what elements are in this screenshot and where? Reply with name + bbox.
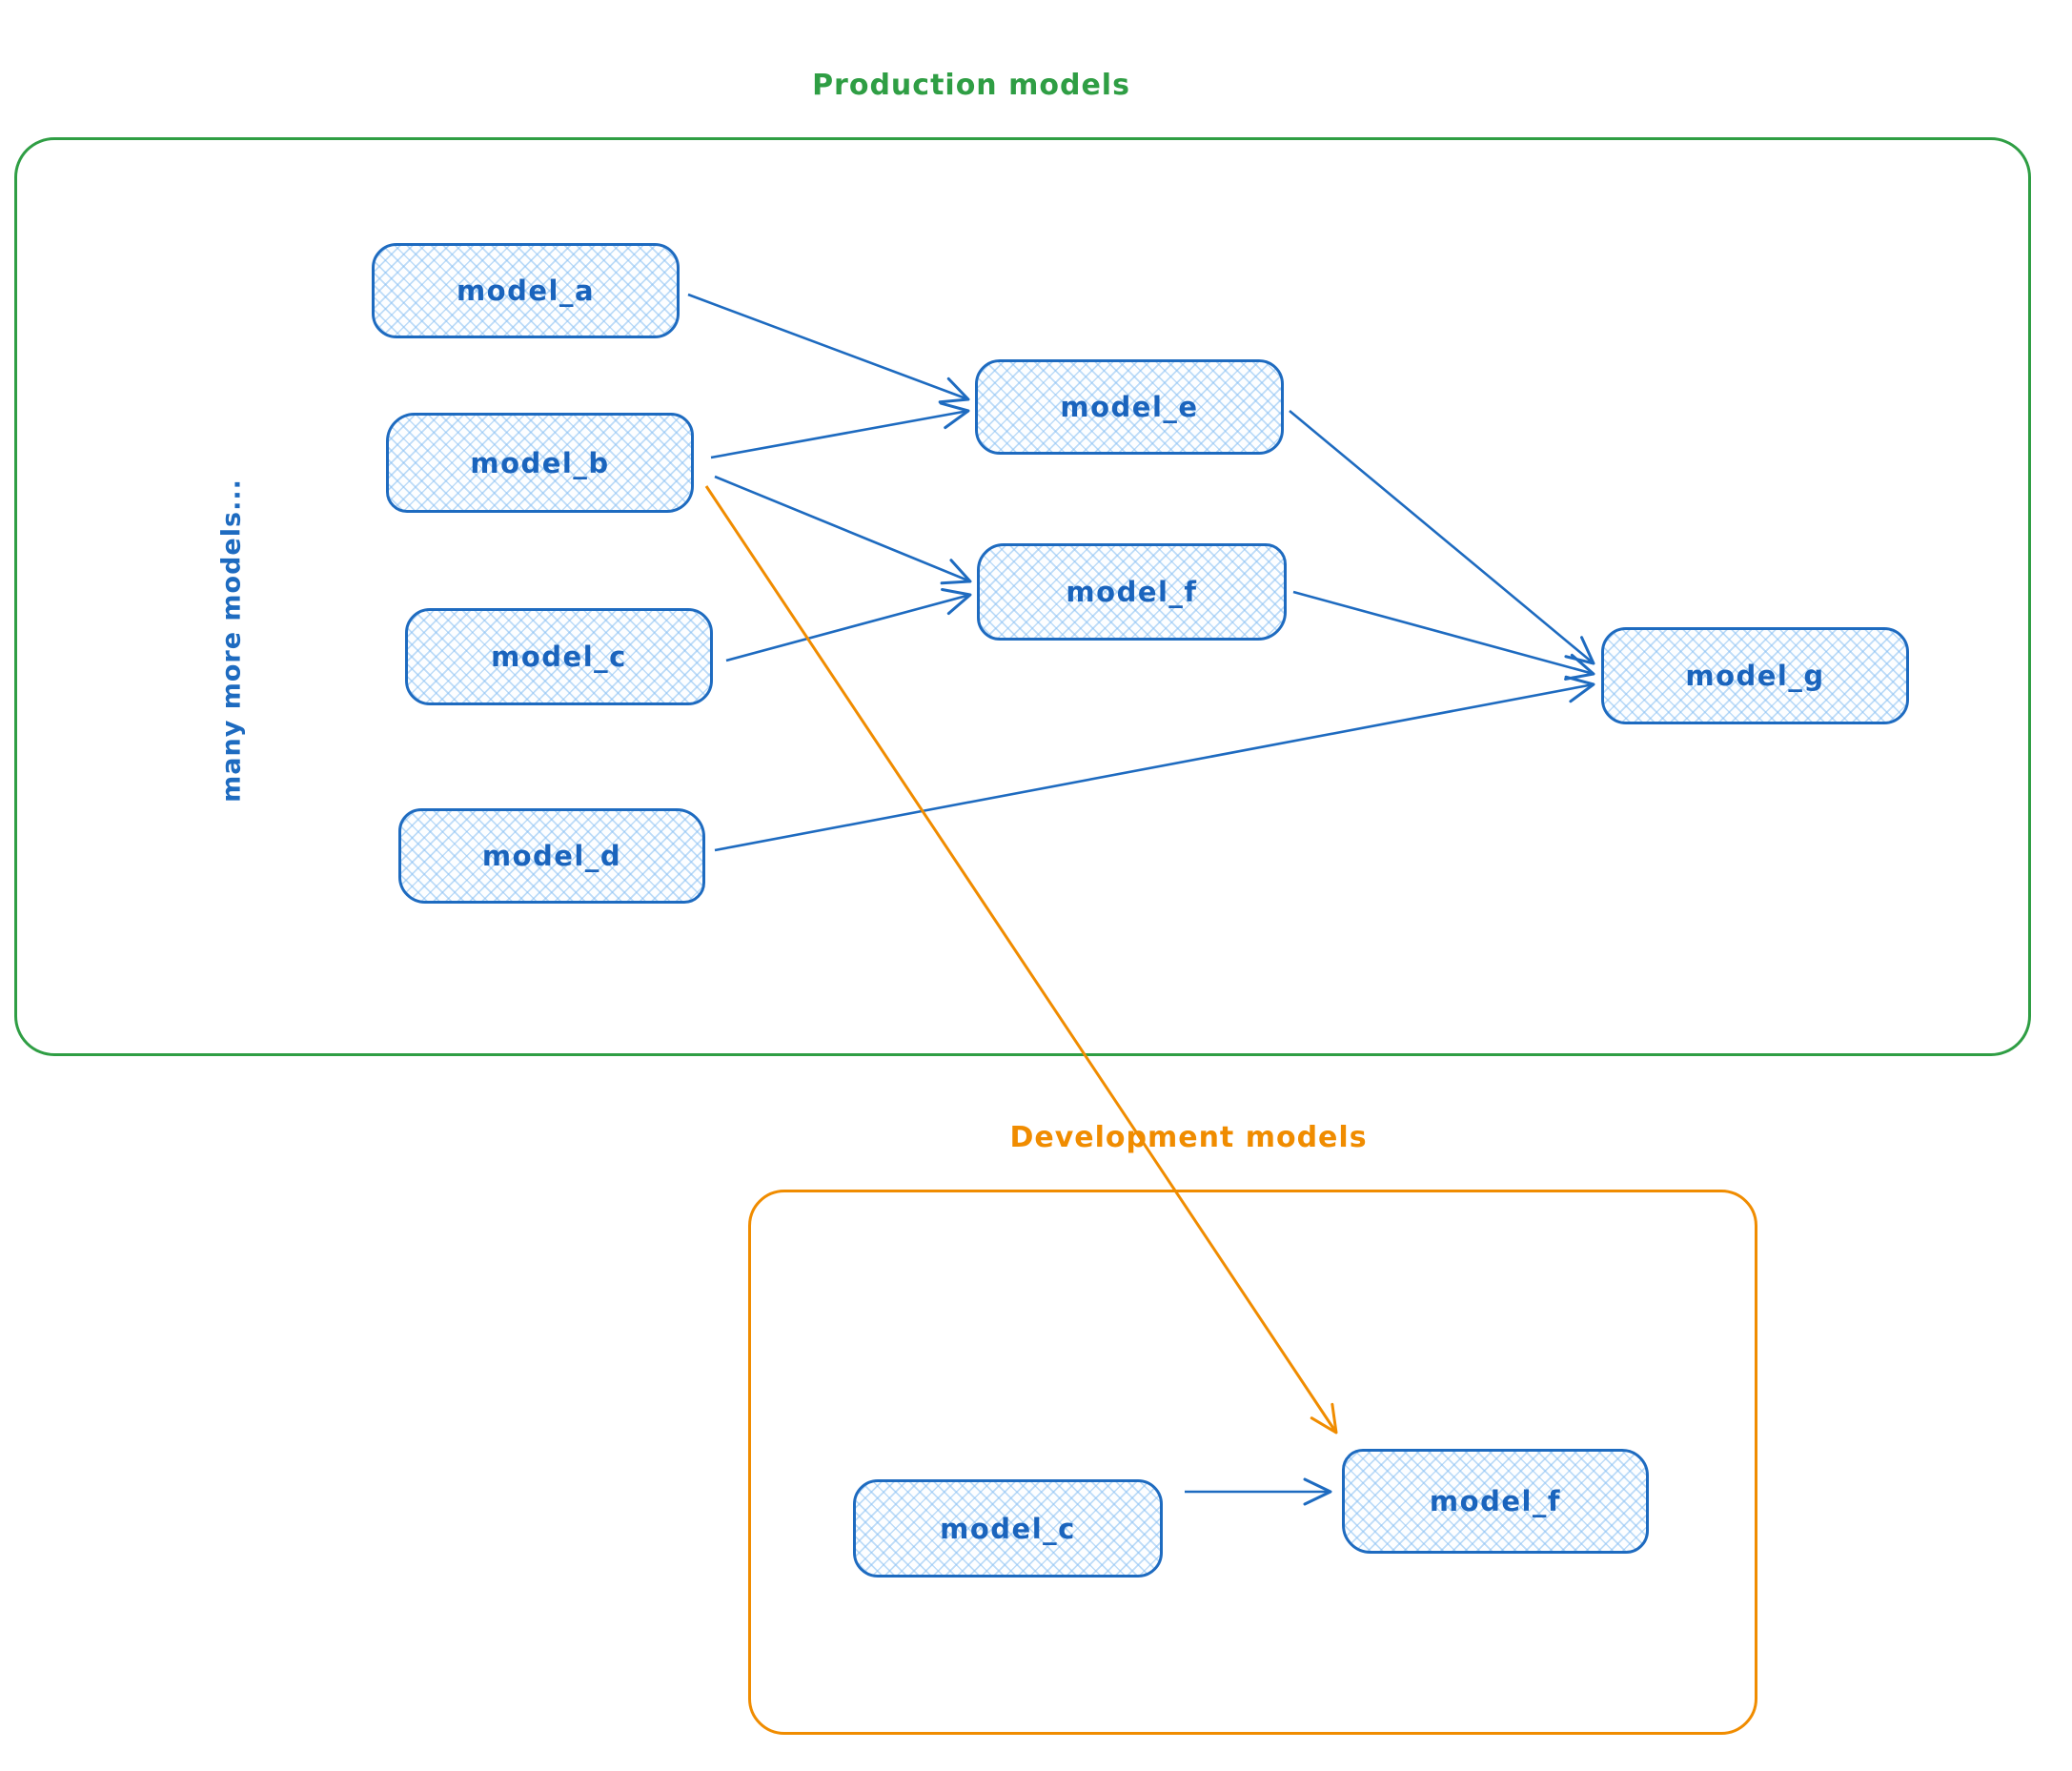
node-dev-model-c-label: model_c bbox=[940, 1512, 1076, 1545]
node-dev-model-f-label: model_f bbox=[1429, 1485, 1562, 1517]
node-model-e: model_e bbox=[975, 359, 1284, 455]
node-dev-model-f: model_f bbox=[1342, 1449, 1649, 1554]
node-model-b: model_b bbox=[386, 413, 694, 513]
node-model-g-label: model_g bbox=[1685, 660, 1825, 692]
development-group-title: Development models bbox=[1009, 1121, 1368, 1154]
node-dev-model-c: model_c bbox=[853, 1479, 1163, 1578]
node-model-a: model_a bbox=[372, 243, 680, 338]
node-model-a-label: model_a bbox=[456, 275, 596, 307]
node-model-f-label: model_f bbox=[1066, 576, 1198, 608]
node-model-e-label: model_e bbox=[1060, 391, 1199, 423]
node-model-f: model_f bbox=[977, 543, 1287, 641]
node-model-c: model_c bbox=[405, 608, 713, 705]
production-group-title: Production models bbox=[812, 69, 1130, 102]
node-model-d-label: model_d bbox=[481, 840, 622, 872]
node-model-d: model_d bbox=[398, 808, 705, 904]
node-model-b-label: model_b bbox=[470, 446, 610, 479]
node-model-g: model_g bbox=[1601, 627, 1909, 724]
many-more-models-annotation: many more models... bbox=[216, 478, 247, 803]
node-model-c-label: model_c bbox=[491, 641, 627, 673]
